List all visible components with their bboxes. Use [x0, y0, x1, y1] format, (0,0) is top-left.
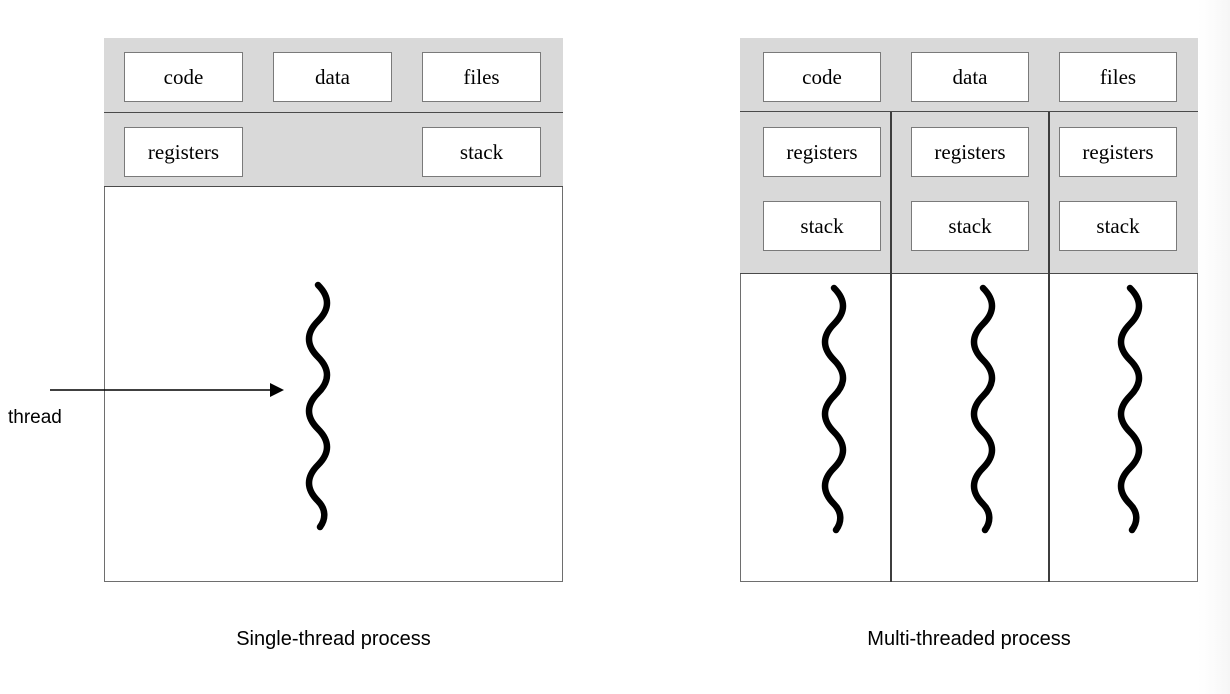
thread-2-registers-label: registers [934, 139, 1006, 164]
thread-1-registers-label: registers [786, 139, 858, 164]
single-thread-squiggle-icon [305, 281, 331, 531]
thread-1-stack-label: stack [800, 213, 844, 238]
thread-3-squiggle-icon [1117, 284, 1143, 534]
multi-threaded-data-box: data [911, 52, 1029, 102]
multi-threaded-code-label: code [802, 64, 842, 89]
multi-threaded-files-label: files [1099, 64, 1137, 89]
multi-threaded-code-box: code [763, 52, 881, 102]
thread-3-registers-box: registers [1059, 127, 1177, 177]
thread-2-stack-label: stack [948, 213, 992, 238]
single-thread-data-box: data [273, 52, 392, 102]
thread-1-squiggle-icon [821, 284, 847, 534]
single-thread-registers-label: registers [147, 139, 220, 164]
thread-2-stack-box: stack [911, 201, 1029, 251]
thread-pointer-arrow-icon [50, 383, 284, 397]
thread-label: thread [8, 407, 62, 428]
single-thread-stack-box: stack [422, 127, 541, 177]
thread-1-registers-box: registers [763, 127, 881, 177]
single-thread-code-label: code [163, 64, 204, 89]
single-thread-stack-label: stack [459, 139, 504, 164]
thread-2-registers-box: registers [911, 127, 1029, 177]
single-thread-data-label: data [315, 64, 350, 89]
single-thread-process-caption: Single-thread process [236, 628, 431, 650]
thread-2-squiggle-icon [970, 284, 996, 534]
single-thread-code-box: code [124, 52, 243, 102]
thread-3-registers-label: registers [1082, 139, 1154, 164]
thread-3-stack-box: stack [1059, 201, 1177, 251]
multi-threaded-process-caption: Multi-threaded process [867, 628, 1071, 650]
multi-threaded-data-label: data [952, 64, 988, 89]
thread-3-stack-label: stack [1096, 213, 1140, 238]
single-thread-files-box: files [422, 52, 541, 102]
multi-threaded-column-divider-2 [1048, 112, 1050, 582]
thread-1-stack-box: stack [763, 201, 881, 251]
single-thread-files-label: files [463, 64, 500, 89]
multi-threaded-column-divider-1 [890, 112, 892, 582]
multi-threaded-files-box: files [1059, 52, 1177, 102]
single-thread-registers-box: registers [124, 127, 243, 177]
